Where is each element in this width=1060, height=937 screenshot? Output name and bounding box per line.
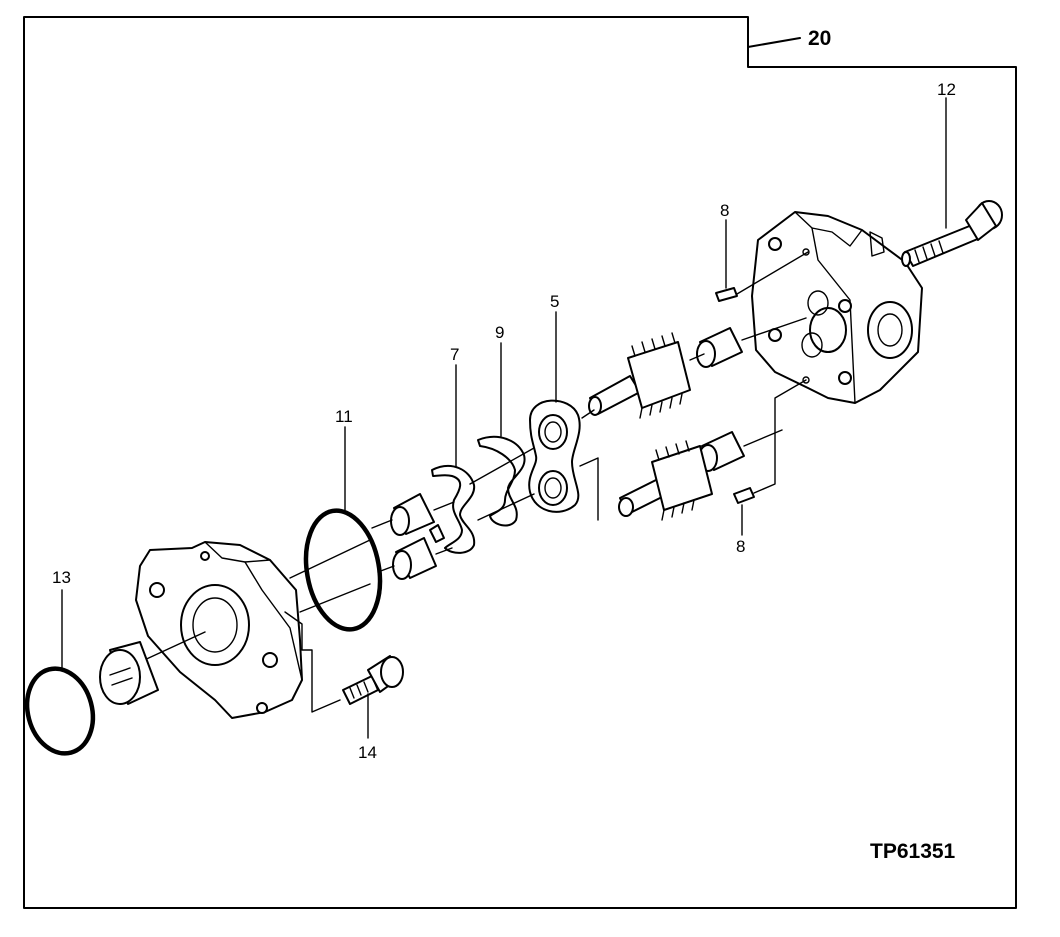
axis-lower-right [743,429,783,447]
axis-mid-upper [469,447,535,485]
bushing-lower-left [392,537,437,580]
bushing-upper-right [696,327,743,368]
axis-mid-lower [477,493,535,521]
callout-14: 14 [358,743,377,762]
axis-5-upper [581,409,595,419]
gear-shaft-upper [588,332,691,419]
callout-8-upper: 8 [720,201,729,220]
axis-oring-lower [299,583,371,613]
callout-9: 9 [495,323,504,342]
wear-plate-5 [528,399,581,513]
callout-5: 5 [550,292,559,311]
assembly-boundary [23,16,1017,909]
figure-id: TP61351 [870,840,956,863]
leader-pin-body-lower [753,379,807,494]
axis-cover [139,631,206,663]
pump-cover [135,541,303,719]
callout-8-lower: 8 [736,537,745,556]
dowel-pin-upper [715,287,738,302]
o-ring-11 [303,508,383,632]
assembly-label: 20 [808,27,831,50]
leader-pin-body-upper [736,251,809,295]
axis-left-upper-b [433,501,455,511]
callout-13: 13 [52,568,71,587]
assembly-leader [747,37,801,48]
axis-gear-upper [689,353,705,361]
axis-left-lower-b [435,547,453,555]
cap-screw-14 [342,655,404,705]
axis-left-upper [371,519,393,529]
seal-9 [477,435,526,527]
axis-upper-right [741,317,807,341]
gear-shaft-lower [618,440,713,521]
seal-7 [429,465,476,554]
bushing-upper-left [390,493,435,536]
pump-body [751,211,923,404]
axis-oring-upper [289,539,371,579]
bolt-12 [901,200,1003,267]
shaft-seal [99,641,159,705]
axis-gear-lower [579,457,599,521]
dowel-pin-lower [733,487,755,504]
callout-7: 7 [450,345,459,364]
callout-11: 11 [335,407,353,426]
o-ring-13 [24,666,96,756]
leader-cover-screw [284,611,341,713]
callout-12: 12 [937,80,956,99]
